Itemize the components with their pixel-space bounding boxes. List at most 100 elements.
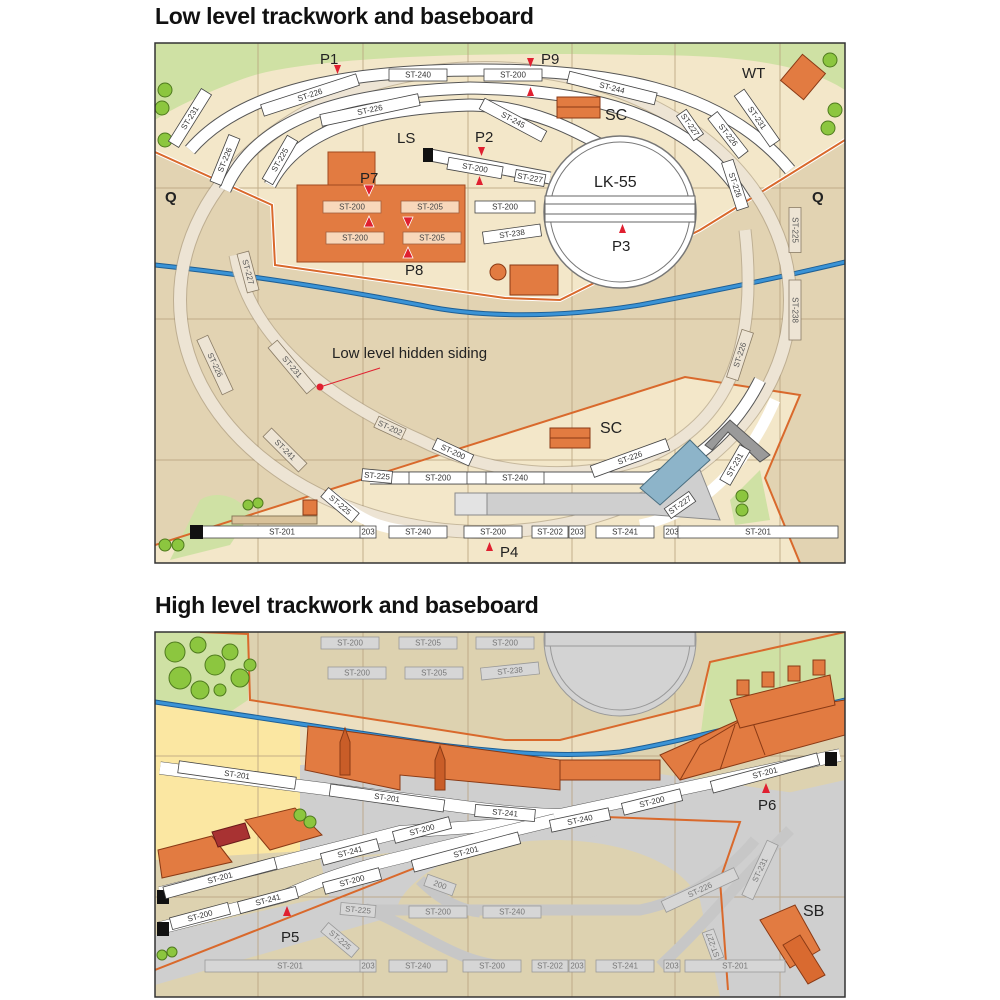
track-piece: ST-200	[620, 788, 684, 816]
track-segment	[322, 200, 382, 214]
track-segment	[373, 415, 407, 441]
sc-top-label: SC	[605, 107, 627, 124]
track-segment	[568, 525, 586, 539]
track-segment	[480, 661, 540, 681]
track-piece: ST-200	[474, 200, 536, 214]
station-building	[296, 184, 466, 263]
track-piece: ST-238	[788, 279, 802, 341]
track-piece: ST-201	[709, 752, 821, 794]
track-label: ST-200	[492, 203, 518, 212]
track-piece: ST-240	[548, 807, 612, 833]
track-segment	[589, 438, 671, 478]
track-piece: ST-205	[404, 666, 464, 680]
ring-track-3	[265, 99, 613, 188]
buffer-stop-icon	[190, 525, 203, 539]
arrow-down-icon	[527, 58, 534, 67]
track-label: ST-200	[492, 639, 518, 648]
building	[327, 151, 376, 187]
buffer-stop-icon	[825, 752, 837, 766]
track-segment	[474, 200, 536, 214]
track-piece: ST-200	[321, 867, 383, 895]
track-label: ST-200	[339, 203, 365, 212]
track-label: 200	[432, 878, 448, 891]
track-label: 203	[361, 528, 375, 537]
track-label: ST-241	[612, 962, 638, 971]
track-segment	[321, 867, 383, 895]
track-piece: ST-240	[388, 525, 448, 539]
track-segment	[177, 760, 297, 790]
track-segment	[408, 471, 468, 485]
track-label: ST-202	[537, 528, 563, 537]
track-segment	[320, 636, 380, 650]
trees	[155, 52, 843, 552]
track-piece: 203	[568, 959, 586, 973]
grass-area	[155, 43, 845, 120]
trees	[156, 636, 317, 961]
track-label: ST-200	[342, 234, 368, 243]
track-piece: ST-240	[485, 471, 545, 485]
track-segment	[709, 752, 821, 794]
track-segment	[663, 490, 697, 520]
track-piece: ST-205	[400, 200, 460, 214]
track-segment	[267, 339, 317, 395]
marker-p3: P3	[612, 238, 630, 255]
pointer-dot-icon	[316, 383, 324, 391]
track-segment	[462, 959, 522, 973]
track-piece: ST-200	[322, 200, 382, 214]
track-piece: ST-205	[398, 636, 458, 650]
track-segment	[361, 468, 393, 484]
arrow-up-icon	[283, 906, 291, 916]
track-segment	[481, 223, 543, 245]
q-right-label: Q	[812, 189, 824, 206]
track-segment	[359, 525, 377, 539]
marker-p8: P8	[405, 262, 423, 279]
track-segment	[548, 807, 612, 833]
track-segment	[319, 838, 381, 866]
track-label: ST-238	[497, 665, 524, 677]
track-label: ST-201	[745, 528, 771, 537]
track-label: 203	[570, 528, 584, 537]
track-segment	[677, 525, 839, 539]
track-label: ST-200	[480, 528, 506, 537]
track-piece: ST-201	[328, 783, 446, 813]
track-piece: ST-244	[566, 70, 658, 106]
arrow-up-icon	[363, 215, 375, 228]
platform	[231, 515, 318, 525]
track-label: ST-201	[722, 962, 748, 971]
track-piece: ST-241	[319, 838, 381, 866]
track-segment	[474, 803, 536, 823]
wt-label: WT	[742, 65, 765, 82]
arrow-up-icon	[619, 224, 626, 233]
arrow-down-icon	[363, 184, 375, 197]
track-piece: ST-201	[684, 959, 786, 973]
arrow-up-icon	[476, 176, 483, 185]
track-label: ST-240	[405, 71, 431, 80]
track-label: ST-225	[364, 470, 391, 481]
track-piece: ST-202	[531, 959, 569, 973]
track-segment	[168, 901, 232, 931]
track-piece: ST-200	[325, 231, 385, 245]
track-label: ST-240	[499, 908, 525, 917]
photo-markers-low: P1 P9 P2 P7 P8 P3 P4	[320, 51, 630, 561]
track-piece: ST-238	[480, 661, 540, 681]
track-piece: ST-205	[402, 231, 462, 245]
track-segment	[531, 525, 569, 539]
track-segment	[719, 444, 751, 486]
arrow-up-icon	[486, 542, 493, 551]
track-segment	[388, 68, 448, 82]
track-segment	[261, 134, 299, 186]
track-segment	[410, 831, 522, 873]
baseboard-edge-lower	[155, 375, 802, 563]
track-label: ST-200	[344, 669, 370, 678]
track-piece: ST-225	[788, 207, 802, 253]
track-segment	[209, 134, 241, 186]
baseboard-edge-upper	[155, 139, 845, 302]
track-segment	[788, 279, 802, 341]
track-label: ST-238	[791, 297, 800, 323]
track-piece: ST-240	[388, 959, 448, 973]
hidden-siding-label: Low level hidden siding	[332, 345, 487, 362]
track-segment	[320, 486, 360, 524]
track-label: ST-240	[502, 474, 528, 483]
